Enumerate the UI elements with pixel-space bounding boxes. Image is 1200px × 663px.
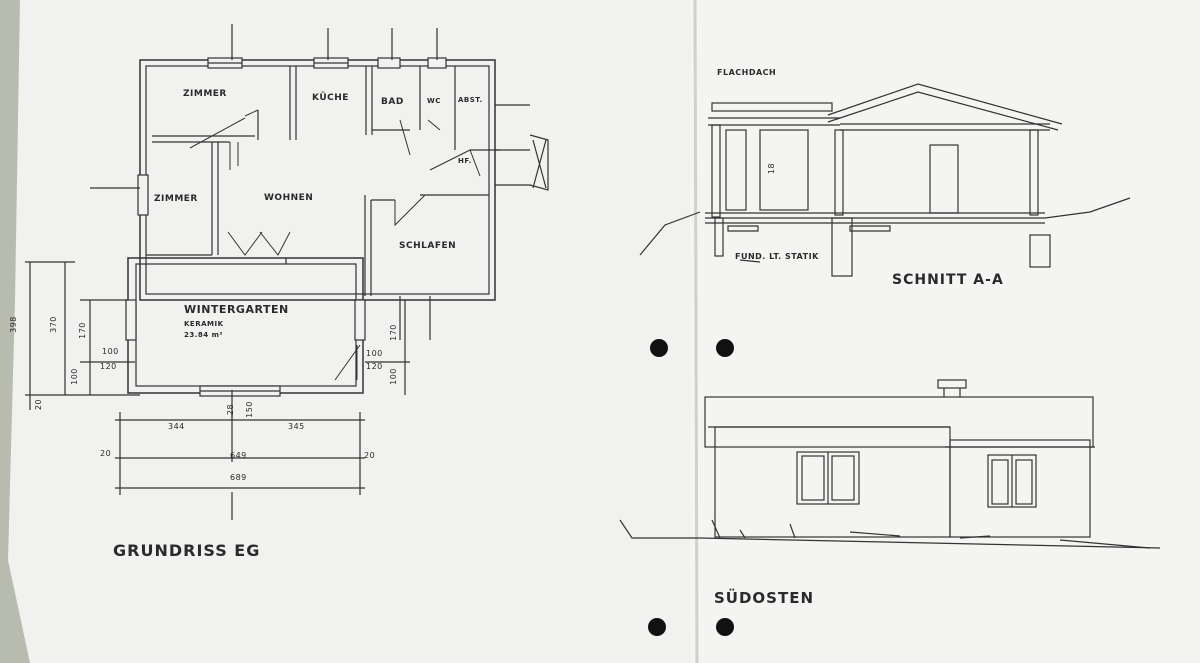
dim-20b: 20: [100, 449, 112, 458]
section-drawing: [639, 83, 1131, 277]
room-label-area: 23.84 m²: [184, 331, 223, 339]
dim-344: 344: [168, 422, 185, 431]
dim-100d: 100: [388, 368, 398, 385]
dim-100a: 100: [102, 347, 119, 356]
dim-689: 689: [230, 473, 247, 482]
room-label-zimmer-top: ZIMMER: [183, 89, 227, 99]
paper-left: [8, 0, 700, 663]
section-roof-label: FLACHDACH: [717, 68, 777, 77]
punch-hole-4: [716, 618, 734, 636]
dim-170b: 170: [388, 324, 398, 341]
dim-170: 170: [77, 322, 87, 339]
paper-fold: [693, 0, 699, 663]
section-foundation-label: FUND. LT. STATIK: [735, 252, 819, 261]
room-label-wintergarten: WINTERGARTEN: [184, 303, 289, 316]
dim-20c: 20: [364, 451, 376, 460]
section-height-18: 18: [767, 162, 777, 175]
punch-hole-2: [716, 339, 734, 357]
plan-title: GRUNDRISS EG: [113, 541, 261, 560]
section-title: SCHNITT A-A: [892, 272, 1004, 288]
room-label-abst: ABST.: [458, 96, 483, 104]
dim-398: 398: [8, 316, 18, 333]
dim-100c: 100: [366, 349, 383, 358]
dim-100b: 100: [69, 368, 79, 385]
elevation-title: SÜDOSTEN: [714, 589, 815, 607]
room-label-bad: BAD: [381, 97, 404, 107]
room-label-kueche: KÜCHE: [312, 93, 349, 103]
room-label-schlafen: SCHLAFEN: [399, 241, 457, 251]
room-label-keramik: KERAMIK: [184, 320, 224, 328]
elevation-drawing: [619, 379, 1161, 549]
dim-370: 370: [48, 316, 58, 333]
room-label-hf: HF.: [458, 157, 472, 165]
dim-120a: 120: [100, 362, 117, 371]
room-label-wc: WC: [427, 97, 441, 105]
dim-345: 345: [288, 422, 305, 431]
dim-649: 649: [230, 451, 247, 460]
punch-hole-1: [650, 339, 668, 357]
room-label-wohnen: WOHNEN: [264, 193, 314, 203]
dim-150: 150: [244, 401, 254, 418]
dim-28: 28: [226, 403, 236, 416]
dim-20a: 20: [34, 398, 44, 411]
punch-hole-3: [648, 618, 666, 636]
room-label-zimmer-left: ZIMMER: [154, 194, 198, 204]
dim-120b: 120: [366, 362, 383, 371]
floor-plan: [25, 24, 549, 520]
